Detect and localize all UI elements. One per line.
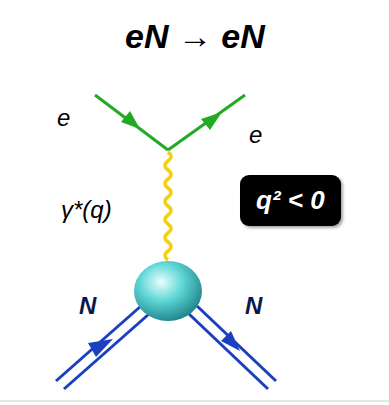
electron-arrow	[201, 112, 222, 130]
nucleon-arrow	[221, 331, 240, 351]
particle-label: e	[57, 104, 70, 132]
photon-line	[165, 152, 171, 260]
electron-arrow	[121, 111, 140, 129]
particle-label: e	[249, 121, 262, 149]
bottom-rule	[0, 401, 389, 402]
vertex-blob	[134, 261, 202, 321]
photon-label: γ*(q)	[61, 196, 112, 224]
kinematics-box: q² < 0	[240, 175, 341, 226]
particle-label: N	[245, 292, 262, 320]
electron-line	[168, 95, 245, 150]
nucleon-arrow	[88, 339, 113, 357]
box-text: q² < 0	[256, 185, 325, 216]
particle-label: N	[79, 292, 96, 320]
process-title: eN → eN	[125, 17, 265, 56]
electron-line	[95, 95, 168, 150]
